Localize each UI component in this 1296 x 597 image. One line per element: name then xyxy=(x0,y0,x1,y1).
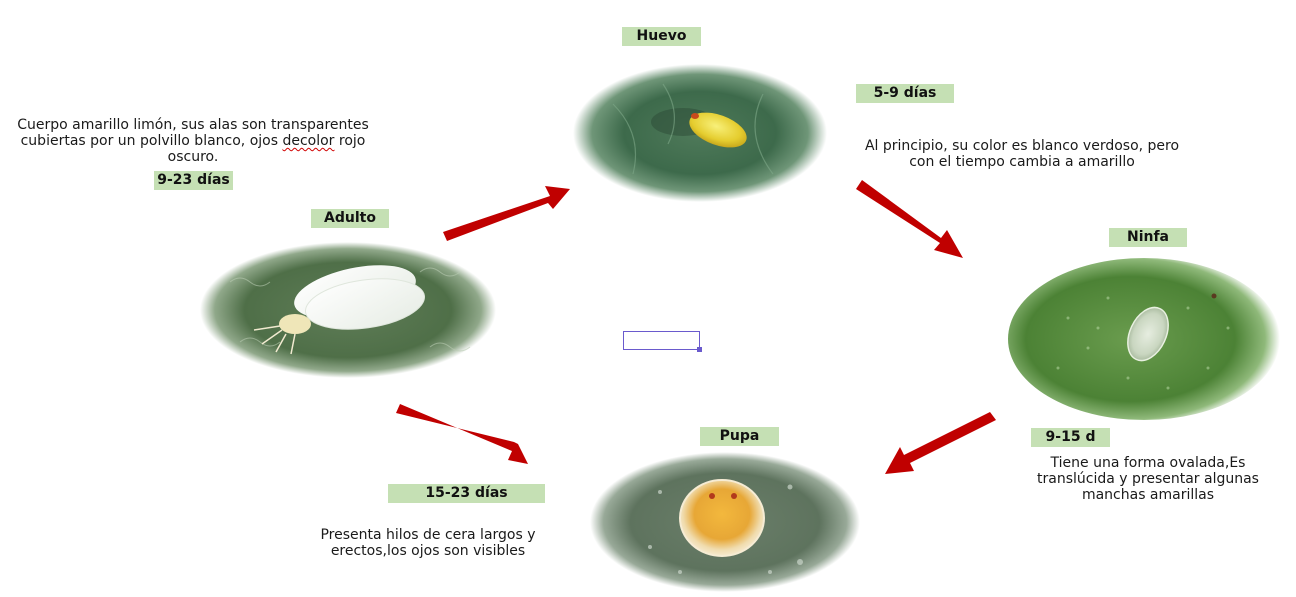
pupa-description-line-2: erectos,los ojos son visibles xyxy=(330,543,526,559)
egg-description: Al principio, su color es blanco verdoso… xyxy=(842,138,1202,170)
adult-description-line-1: Cuerpo amarillo limón, sus alas son tran… xyxy=(17,117,369,133)
egg-label: Huevo xyxy=(622,27,701,46)
arrow-egg-to-nymph xyxy=(856,180,963,258)
adult-days: 9-23 días xyxy=(154,171,233,190)
egg-description-line-2: con el tiempo cambia a amarillo xyxy=(909,154,1135,170)
nymph-photo xyxy=(1008,258,1280,420)
pupa-description: Presenta hilos de cera largos y erectos,… xyxy=(292,527,564,559)
resize-handle[interactable] xyxy=(697,347,702,352)
egg-photo xyxy=(573,64,827,202)
arrow-adult-to-egg xyxy=(443,186,570,241)
nymph-description-line-3: manchas amarillas xyxy=(1081,487,1215,503)
adult-label: Adulto xyxy=(311,209,389,228)
nymph-label: Ninfa xyxy=(1109,228,1187,247)
nymph-description-line-1: Tiene una forma ovalada,Es xyxy=(1050,455,1246,471)
adult-description-line-2c: rojo xyxy=(334,133,366,149)
nymph-description: Tiene una forma ovalada,Es translúcida y… xyxy=(1012,455,1284,503)
nymph-description-line-2: translúcida y presentar algunas xyxy=(1037,471,1259,487)
adult-photo xyxy=(200,242,496,379)
arrow-adult-to-pupa xyxy=(396,404,528,464)
nymph-days: 9-15 d xyxy=(1031,428,1110,447)
egg-days: 5-9 días xyxy=(856,84,954,103)
adult-description-line-3: oscuro. xyxy=(167,149,219,165)
adult-description: Cuerpo amarillo limón, sus alas son tran… xyxy=(0,117,386,165)
pupa-photo xyxy=(590,452,860,592)
spellcheck-flagged-word[interactable]: decolor xyxy=(282,133,335,149)
arrow-nymph-to-pupa xyxy=(885,412,996,474)
pupa-label: Pupa xyxy=(700,427,779,446)
selected-text-box[interactable] xyxy=(623,331,700,350)
pupa-days: 15-23 días xyxy=(388,484,545,503)
adult-description-line-2a: cubiertas por un polvillo blanco, ojos xyxy=(20,133,283,149)
adult-description-line-2: cubiertas por un polvillo blanco, ojos d… xyxy=(0,133,386,149)
egg-description-line-1: Al principio, su color es blanco verdoso… xyxy=(864,138,1180,154)
pupa-description-line-1: Presenta hilos de cera largos y xyxy=(320,527,536,543)
